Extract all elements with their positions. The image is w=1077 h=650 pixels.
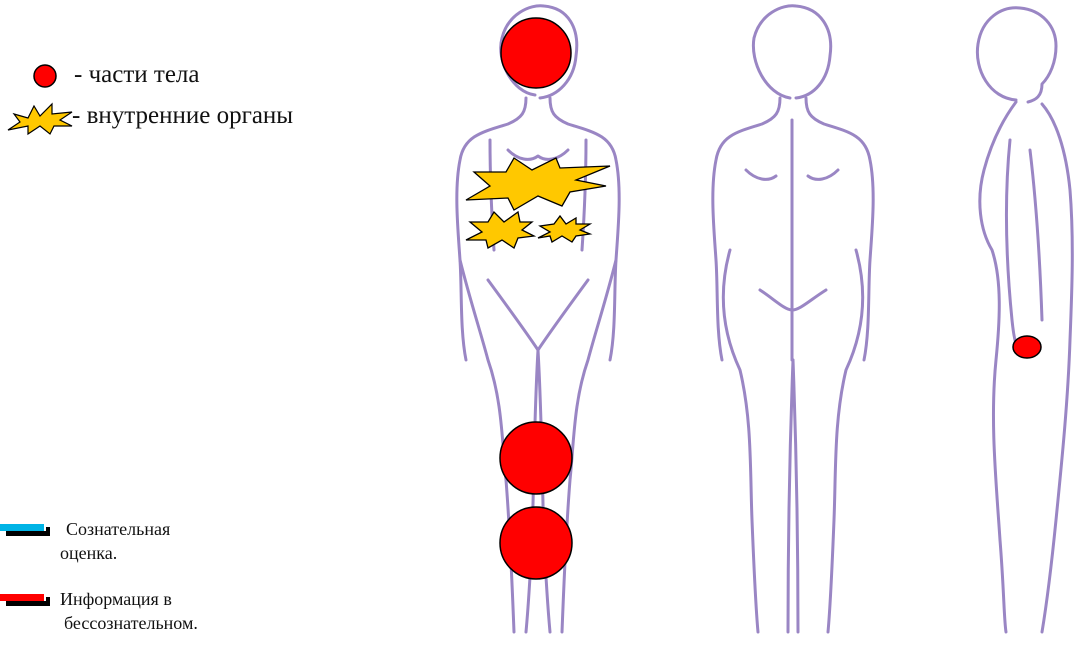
unconscious-label-line1: Информация в [60, 589, 172, 609]
conscious-label-line2: оценка. [60, 541, 170, 565]
legend-body-parts-label: - части тела [74, 61, 200, 89]
marker-legend: - части тела - внутренние органы [0, 0, 380, 150]
unconscious-bar-icon [0, 594, 52, 608]
abdomen-left-organ-marker [466, 212, 534, 248]
legend-row-internal-organs: - внутренние органы [6, 96, 293, 136]
legend-row-conscious: Сознательная оценка. [0, 517, 170, 565]
shin-marker [500, 507, 572, 579]
side-hand-marker [1013, 336, 1041, 358]
knee-marker [500, 422, 572, 494]
body-figures [430, 0, 1077, 650]
conscious-bar-icon [0, 524, 52, 538]
legend-row-unconscious: Информация в бессознательном. [0, 587, 198, 635]
yellow-starburst-icon [6, 96, 76, 136]
legend-internal-organs-label: - внутренние органы [72, 102, 293, 130]
conscious-label-line1: Сознательная [66, 519, 170, 539]
red-circle-icon [30, 60, 60, 90]
head-marker [501, 18, 571, 88]
back-body-outline [713, 6, 873, 632]
unconscious-label-line2: бессознательном. [64, 611, 198, 635]
assessment-legend: Сознательная оценка. Информация в бессоз… [0, 515, 300, 650]
chest-organ-marker [466, 158, 610, 210]
side-body-outline [977, 8, 1072, 632]
legend-row-body-parts: - части тела [30, 60, 200, 90]
